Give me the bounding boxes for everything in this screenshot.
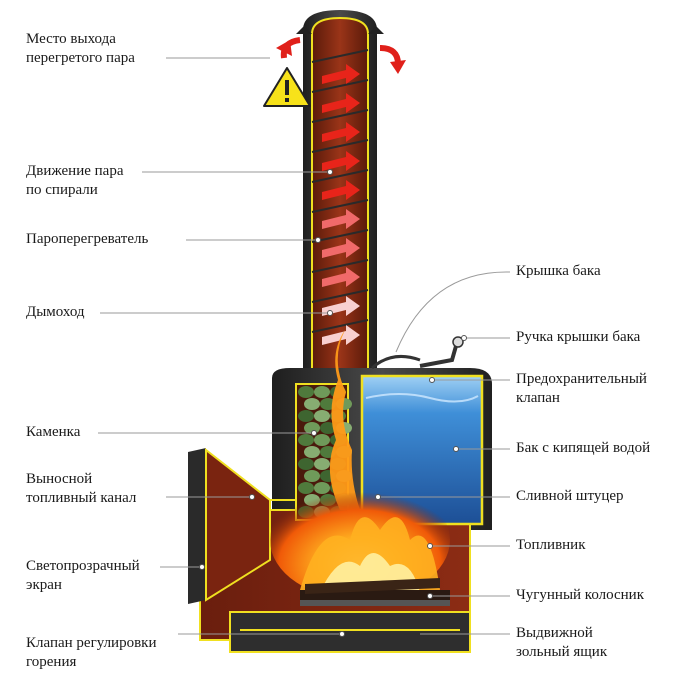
- stone-icon: [298, 458, 314, 470]
- leader-dots: [199, 169, 467, 637]
- steam-outlet-arrows: [276, 26, 406, 74]
- steam-arrow-icon: [322, 122, 360, 142]
- steam-arrows: [322, 64, 360, 345]
- label-cast-iron-grate: Чугунный колосник: [516, 587, 644, 603]
- steam-arrow-icon: [322, 64, 360, 84]
- stone-icon: [298, 410, 314, 422]
- stone-icon: [304, 446, 320, 458]
- steam-arrow-icon: [322, 238, 360, 258]
- steam-arrow-icon: [322, 325, 360, 345]
- logs-and-grate: [300, 578, 450, 606]
- label-transparent-screen: Светопрозрачный экран: [26, 558, 140, 593]
- stone-icon: [314, 458, 330, 470]
- stone-icon: [298, 386, 314, 398]
- steam-arrow-icon: [322, 180, 360, 200]
- steam-arrow-icon: [322, 267, 360, 287]
- label-chimney: Дымоход: [26, 304, 85, 320]
- label-tank-lid-handle: Ручка крышки бака: [516, 329, 641, 345]
- label-superheated-steam-outlet: Место выхода перегретого пара: [26, 31, 135, 66]
- tank-lid-handle-part: [370, 336, 464, 370]
- steam-arrow-icon: [322, 209, 360, 229]
- stone-icon: [320, 422, 336, 434]
- label-stone-heater: Каменка: [26, 424, 81, 440]
- warning-triangle-icon: [263, 67, 311, 107]
- stone-icon: [304, 470, 320, 482]
- stone-icon: [314, 386, 330, 398]
- label-spiral-steam-movement: Движение пара по спирали: [26, 163, 124, 198]
- leader-lines: [98, 57, 511, 635]
- label-remote-fuel-channel: Выносной топливный канал: [26, 471, 137, 506]
- label-ash-drawer: Выдвижной зольный ящик: [516, 625, 608, 660]
- label-firebox: Топливник: [516, 537, 586, 553]
- label-tank-lid: Крышка бака: [516, 263, 601, 279]
- stone-icon: [314, 410, 330, 422]
- label-safety-valve: Предохранительный клапан: [516, 371, 647, 406]
- label-steam-superheater: Пароперегреватель: [26, 231, 149, 247]
- label-combustion-valve: Клапан регулировки горения: [26, 635, 157, 670]
- superheater-spiral: [311, 49, 369, 333]
- label-boiling-water-tank: Бак с кипящей водой: [516, 440, 651, 456]
- stone-icon: [314, 434, 330, 446]
- steam-arrow-icon: [322, 93, 360, 113]
- stone-icon: [304, 398, 320, 410]
- stone-icon: [298, 434, 314, 446]
- steam-arrow-icon: [322, 151, 360, 171]
- label-drain-fitting: Сливной штуцер: [516, 488, 624, 504]
